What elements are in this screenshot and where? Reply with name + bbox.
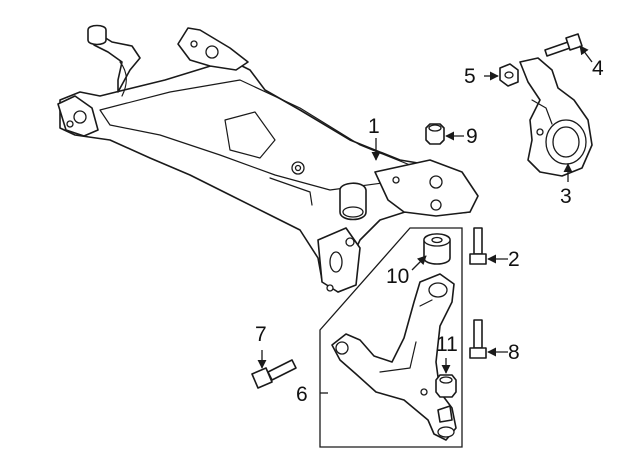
arm-bushing[interactable] bbox=[423, 233, 451, 265]
callout-3[interactable]: 3 bbox=[560, 185, 572, 208]
lower-arm-group-box bbox=[319, 227, 463, 448]
ball-joint-nut[interactable] bbox=[435, 374, 457, 398]
bushing-bolt[interactable] bbox=[469, 227, 487, 265]
callout-11[interactable]: 11 bbox=[436, 333, 458, 356]
knuckle-bolt[interactable] bbox=[544, 33, 583, 57]
callout-6[interactable]: 6 bbox=[296, 383, 308, 406]
callout-8[interactable]: 8 bbox=[508, 341, 520, 364]
bushing-nut[interactable] bbox=[425, 123, 445, 145]
crossmember[interactable] bbox=[57, 24, 479, 293]
callout-9[interactable]: 9 bbox=[466, 125, 478, 148]
callout-10[interactable]: 10 bbox=[386, 265, 410, 288]
callout-7[interactable]: 7 bbox=[255, 323, 267, 346]
knuckle-nut[interactable] bbox=[499, 63, 519, 87]
callout-2[interactable]: 2 bbox=[508, 248, 520, 271]
callout-1[interactable]: 1 bbox=[368, 115, 380, 138]
arm-front-bolt[interactable] bbox=[251, 359, 297, 389]
leader-lines bbox=[257, 45, 593, 394]
steering-knuckle[interactable] bbox=[519, 57, 593, 177]
callout-4[interactable]: 4 bbox=[592, 57, 604, 80]
lower-control-arm[interactable] bbox=[331, 273, 457, 441]
callout-5[interactable]: 5 bbox=[464, 65, 476, 88]
arm-bolt[interactable] bbox=[469, 319, 487, 359]
